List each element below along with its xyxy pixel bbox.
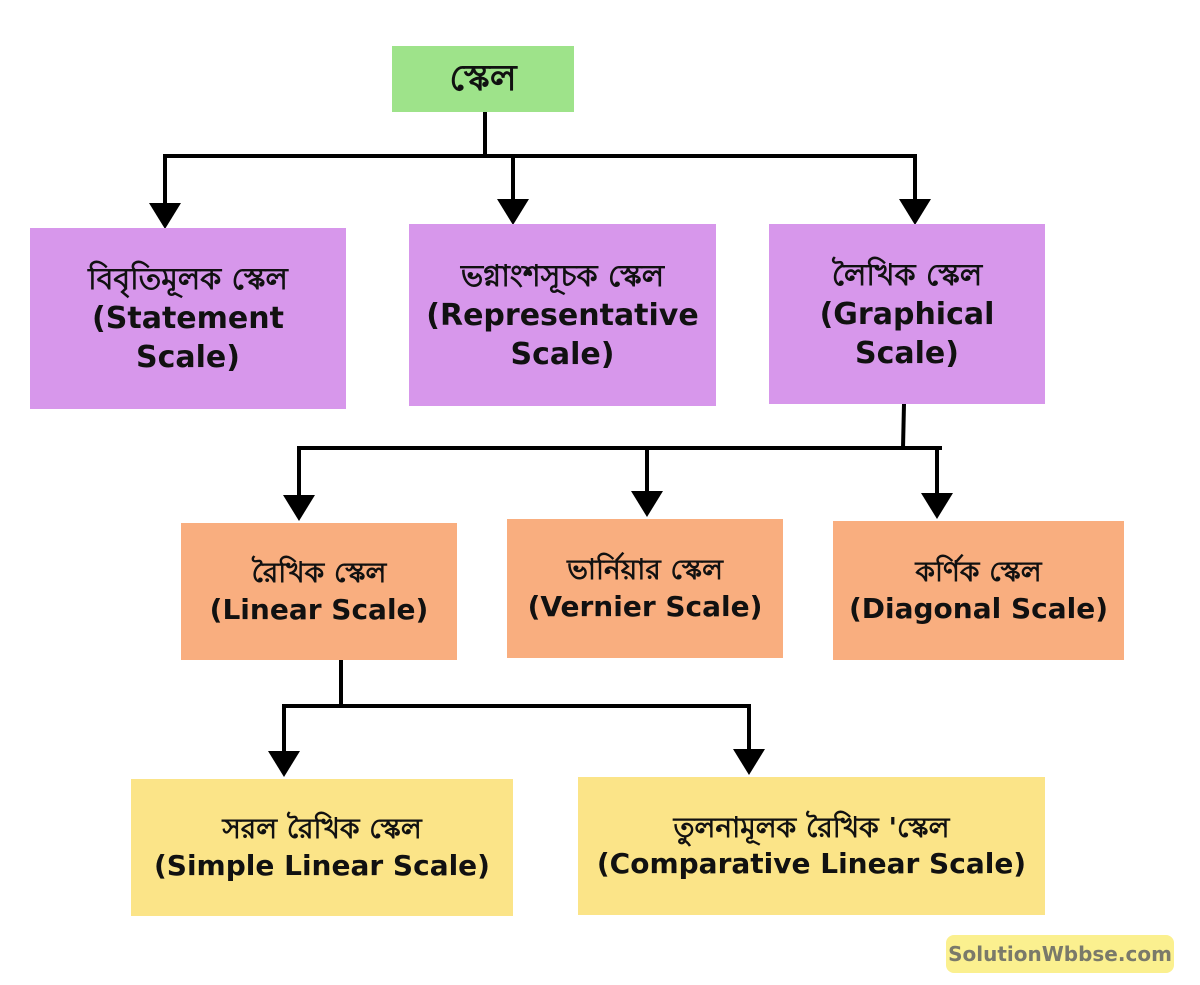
node-english-label: Scale) — [510, 336, 615, 372]
node-bengali-label: ভগ্নাংশসূচক স্কেল — [460, 258, 665, 294]
node-bengali-label: ভার্নিয়ার স্কেল — [567, 553, 723, 587]
root-node: স্কেল — [392, 46, 574, 112]
arrowhead-icon — [733, 749, 765, 775]
vernier-scale-node: ভার্নিয়ার স্কেল (Vernier Scale) — [507, 519, 783, 658]
arrowhead-icon — [268, 751, 300, 777]
node-bengali-label: লৈখিক স্কেল — [831, 257, 983, 293]
simple-linear-scale-node: সরল রৈখিক স্কেল (Simple Linear Scale) — [131, 779, 513, 916]
node-bengali-label: তুলনামূলক রৈখিক 'স্কেল — [673, 810, 950, 844]
node-english-label: (Comparative Linear Scale) — [596, 847, 1027, 880]
root-label: স্কেল — [449, 57, 517, 99]
node-english-label: (Graphical — [819, 296, 995, 332]
arrowhead-icon — [631, 491, 663, 517]
node-bengali-label: কর্ণিক স্কেল — [915, 555, 1042, 589]
comparative-linear-scale-node: তুলনামূলক রৈখিক 'স্কেল (Comparative Line… — [578, 777, 1045, 915]
node-bengali-label: রৈখিক স্কেল — [251, 556, 387, 590]
node-english-label: Scale) — [136, 340, 240, 375]
arrowhead-icon — [149, 203, 181, 229]
arrowhead-icon — [899, 199, 931, 225]
diagonal-scale-node: কর্ণিক স্কেল (Diagonal Scale) — [833, 521, 1124, 660]
arrowhead-icon — [921, 493, 953, 519]
node-english-label: (Representative — [426, 297, 699, 333]
watermark-badge: SolutionWbbse.com — [946, 935, 1174, 973]
node-english-label: (Statement — [92, 301, 284, 336]
node-english-label: (Diagonal Scale) — [848, 591, 1109, 625]
node-english-label: Scale) — [855, 335, 959, 371]
node-english-label: (Linear Scale) — [209, 592, 429, 626]
graphical-scale-node: লৈখিক স্কেল (Graphical Scale) — [769, 224, 1045, 404]
arrowhead-icon — [283, 495, 315, 521]
linear-scale-node: রৈখিক স্কেল (Linear Scale) — [181, 523, 457, 660]
statement-scale-node: বিবৃতিমূলক স্কেল (Statement Scale) — [30, 228, 346, 409]
arrowhead-icon — [497, 199, 529, 225]
node-bengali-label: বিবৃতিমূলক স্কেল — [88, 262, 288, 297]
node-bengali-label: সরল রৈখিক স্কেল — [222, 812, 422, 846]
node-english-label: (Simple Linear Scale) — [154, 848, 490, 882]
connector-line — [901, 403, 906, 449]
representative-scale-node: ভগ্নাংশসূচক স্কেল (Representative Scale) — [409, 224, 716, 406]
node-english-label: (Vernier Scale) — [527, 589, 763, 623]
